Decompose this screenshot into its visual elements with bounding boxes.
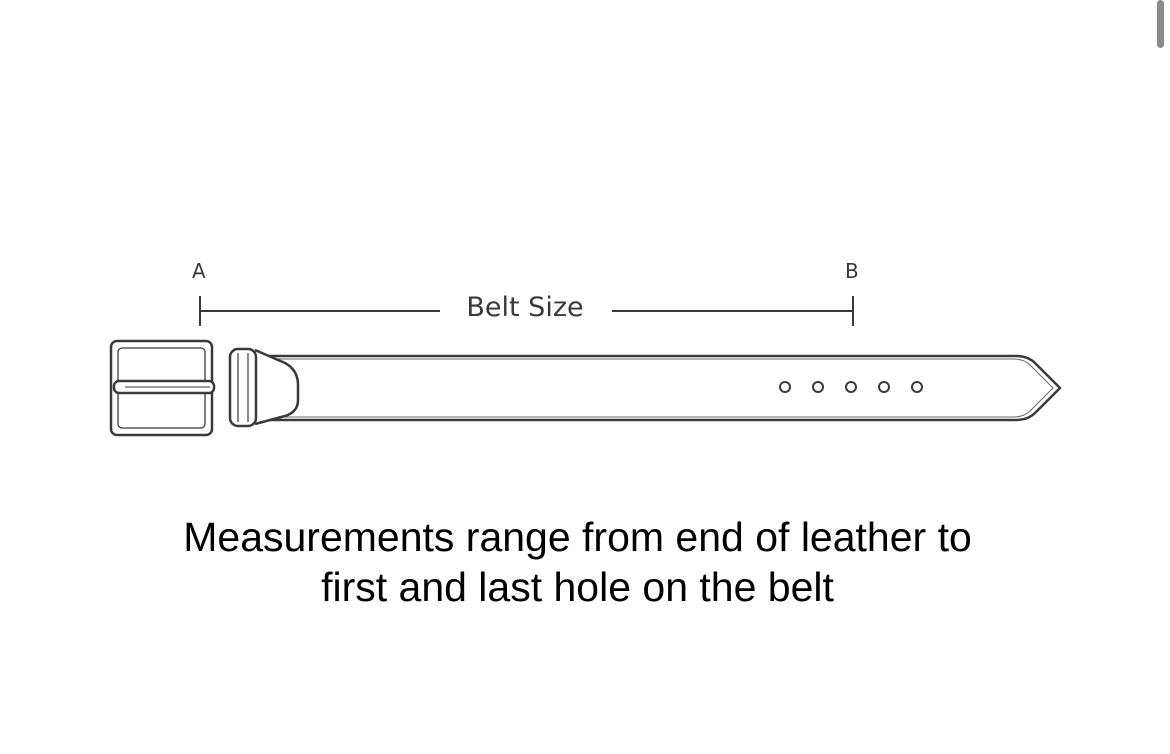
belt-hole (779, 381, 791, 393)
belt-strap (240, 354, 1062, 422)
belt-holes (779, 381, 923, 393)
belt-hole (911, 381, 923, 393)
point-b-label: B (845, 259, 859, 283)
belt-keeper (228, 347, 258, 428)
belt-hole (812, 381, 824, 393)
caption-line-1: Measurements range from end of leather t… (183, 514, 972, 560)
belt-strap-end (254, 348, 300, 426)
belt-hole (845, 381, 857, 393)
caption: Measurements range from end of leather t… (60, 512, 1095, 612)
belt-buckle (109, 339, 216, 437)
vertical-scrollbar[interactable] (1157, 0, 1164, 48)
belt-strap-inner-edge (240, 358, 1054, 418)
belt-size-label: Belt Size (444, 292, 606, 325)
caption-line-2: first and last hole on the belt (321, 564, 834, 610)
belt-hole (878, 381, 890, 393)
dimension-line (199, 296, 854, 326)
point-a-label: A (192, 259, 206, 283)
